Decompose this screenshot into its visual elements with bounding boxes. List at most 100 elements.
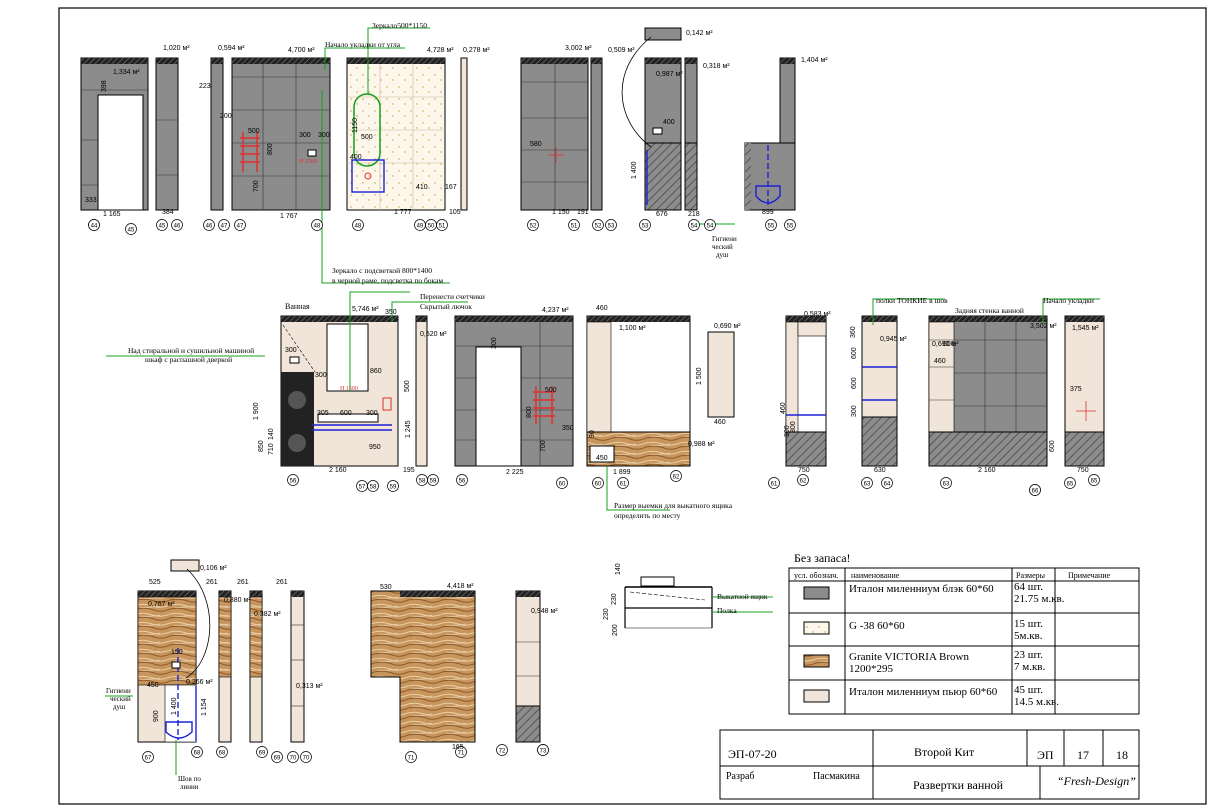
- axis-tag-label: 53: [642, 224, 649, 230]
- toilet-icon: [165, 721, 193, 739]
- axis-tag-label: 68: [219, 751, 226, 757]
- axis-tag-label: 61: [620, 482, 627, 488]
- elevation-wall-45-46: [155, 57, 179, 211]
- area-label: 0,988 м²: [688, 441, 715, 448]
- axis-tag-circle: [352, 219, 364, 231]
- axis-tag-label: 54: [691, 224, 698, 230]
- axis-tag-label: 62: [673, 475, 680, 481]
- elevation-wall-44-45: [80, 57, 149, 211]
- dimension-label: 460: [780, 402, 787, 414]
- dimension-label: 2 225: [506, 469, 524, 476]
- dimension-label: 300: [784, 425, 791, 437]
- area-label: 1,545 м²: [1072, 325, 1099, 332]
- axis-tag-circle: [1088, 474, 1100, 486]
- dimension-label: 1 500: [696, 367, 703, 385]
- axis-tag-label: 61: [771, 482, 778, 488]
- swatch-g38: [803, 621, 830, 635]
- dimension-label: 375: [1070, 386, 1082, 393]
- legend-name: Granite VICTORIA Brown: [849, 651, 969, 663]
- dimension-label: 350: [385, 309, 397, 316]
- axis-tag-circle: [218, 219, 230, 231]
- axis-tag-circle: [639, 219, 651, 231]
- callout-seam: линии: [180, 783, 199, 791]
- elevation-wall-67-68: [137, 568, 211, 743]
- axis-tag-label: 47: [237, 224, 244, 230]
- dimension-label: 600: [340, 410, 352, 417]
- axis-tag-circle: [1064, 477, 1076, 489]
- dimension-label: 450: [596, 455, 608, 462]
- dimension-label: 1 900: [253, 402, 260, 420]
- area-label: 0,106 м²: [200, 565, 227, 572]
- axis-tag-label: 51: [439, 224, 446, 230]
- area-label: 4,728 м²: [427, 47, 454, 54]
- legend-col-symbol: усл. обознач.: [794, 571, 838, 580]
- axis-tag-label: 70: [303, 756, 310, 762]
- axis-tag-circle: [768, 477, 780, 489]
- elevation-wall-69-70: [249, 590, 263, 743]
- elevation-wall-53-54: [621, 27, 682, 211]
- dimension-label: 150: [171, 649, 183, 656]
- axis-tag-circle: [156, 219, 168, 231]
- axis-tag-label: 47: [221, 224, 228, 230]
- dimension-label: 900: [153, 710, 160, 722]
- callout-back-wall: Задняя стенка ванной: [955, 306, 1024, 315]
- room-label: Ванная: [285, 302, 310, 311]
- callout-start-laying: Начало укладки: [1043, 296, 1094, 305]
- dimension-label: 676: [656, 211, 668, 218]
- axis-tag-label: 59: [430, 479, 437, 485]
- dimension-label: 600: [943, 341, 955, 348]
- dimension-label: 167: [445, 184, 457, 191]
- axis-tag-circle: [216, 746, 228, 758]
- drawing-code: ЭП-07-20: [728, 747, 777, 761]
- elevation-panel-1500: [707, 331, 735, 418]
- axis-tag-circle: [234, 219, 246, 231]
- legend-size: 23 шт.: [1014, 649, 1043, 661]
- axis-tag-circle: [405, 751, 417, 763]
- dimension-label: 800: [526, 406, 533, 418]
- area-label: 0,520 м²: [420, 331, 447, 338]
- leader-lines: [105, 27, 1100, 775]
- axis-tag-label: 68: [194, 751, 201, 757]
- dimension-label: 710: [268, 443, 275, 455]
- callout-hygienic-shower: Гигиени: [106, 687, 131, 695]
- axis-tag-label: 60: [559, 482, 566, 488]
- area-label: 0,142 м²: [686, 30, 713, 37]
- callout-start-corner: Начало укладки от угла: [325, 40, 401, 49]
- elevation-wall-58-59: [415, 315, 428, 467]
- company-name: “Fresh-Design”: [1057, 774, 1136, 788]
- axis-tag-circle: [191, 746, 203, 758]
- area-label: 1,334 м²: [113, 69, 140, 76]
- axis-tag-circle: [861, 477, 873, 489]
- dimension-label: 530: [380, 584, 392, 591]
- sheet-frame: [58, 7, 1207, 805]
- axis-tag-label: 45: [128, 228, 135, 234]
- legend-col-note: Примечание: [1068, 571, 1111, 580]
- elevation-wall-51-52: [520, 57, 589, 211]
- area-label: 3,502 м²: [1030, 323, 1057, 330]
- dimension-label: 191: [577, 209, 589, 216]
- legend-header: Без запаса!: [794, 551, 851, 565]
- dimension-label: 1150: [352, 118, 359, 133]
- callout-mirror-backlit: Зеркало с подсветкой 800*1400: [332, 266, 432, 275]
- callout-hygienic-shower: Гигиени: [712, 235, 737, 243]
- dimension-label: 2 160: [329, 467, 347, 474]
- dimension-label: 800: [267, 143, 274, 155]
- callout-drawer: Выкатной ящик: [717, 592, 768, 601]
- area-label: 4,237 м²: [542, 307, 569, 314]
- legend-name: G -38 60*60: [849, 620, 905, 632]
- axis-tag-label: 60: [595, 482, 602, 488]
- callout-washer-cabinet: Над стиральной и сушильной машиной: [128, 346, 254, 355]
- axis-tag-label: 45: [159, 224, 166, 230]
- axis-tag-label: 63: [943, 482, 950, 488]
- axis-tag-label: 73: [540, 749, 547, 755]
- legend-name: Италон миленниум пьюр 60*60: [849, 686, 998, 698]
- callout-washer-cabinet: шкаф с распашной дверкой: [145, 355, 232, 364]
- axis-tag-circle: [688, 219, 700, 231]
- dimension-label: 500: [404, 380, 411, 392]
- axis-tag-label: 63: [864, 482, 871, 488]
- dimension-label: 300: [318, 132, 330, 139]
- area-label: 0,594 м²: [218, 45, 245, 52]
- axis-tag-circle: [496, 744, 508, 756]
- author-name: Пасмакина: [813, 771, 860, 782]
